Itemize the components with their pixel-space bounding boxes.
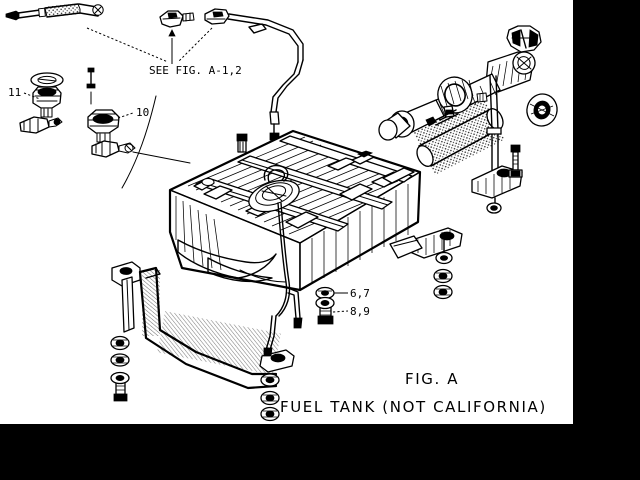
fuel-filler-cap — [506, 25, 542, 53]
hose-clamp — [437, 76, 488, 118]
callout-67-label: 6,7 — [350, 287, 370, 300]
bracket-hardware-left — [110, 335, 130, 402]
strap-hook-rod — [263, 315, 277, 357]
fuel-line-upper — [5, 3, 104, 21]
fuel-line-lower — [204, 8, 304, 141]
callout-10-label: 10 — [136, 106, 149, 119]
bolt-6 — [315, 296, 335, 325]
cross-reference-label: SEE FIG. A-1,2 — [149, 64, 242, 77]
vent-valve-10 — [87, 109, 136, 158]
bolt-stack-center-left — [86, 67, 96, 105]
fuel-tank-exploded-diagram: SEE FIG. A-1,2 11 — [5, 3, 558, 422]
strap-hook-rod-right — [287, 287, 303, 329]
diagram-canvas: SEE FIG. A-1,2 11 — [0, 0, 573, 424]
filler-neck-grommet — [526, 93, 558, 127]
tank-top-fittings — [236, 133, 415, 184]
strap-hardware-right — [260, 373, 280, 422]
figure-label: FIG. A — [405, 370, 459, 388]
callout-11-leader — [23, 92, 41, 100]
right-bracket-hardware — [433, 251, 453, 300]
figure-title: FUEL TANK (NOT CALIFORNIA) — [280, 398, 547, 416]
reference-arc — [121, 95, 157, 189]
clamp-screw — [425, 109, 459, 127]
vent-valve-11 — [19, 72, 64, 134]
tank-left-nipple — [193, 178, 215, 191]
fuel-sender-unit — [248, 164, 300, 317]
fuel-line-connector-tee — [159, 10, 195, 28]
see-fig-leaders — [86, 27, 213, 64]
filler-neck-support-bracket — [471, 75, 523, 214]
tank-right-bracket — [389, 227, 463, 259]
callout-89-label: 8,9 — [350, 305, 370, 318]
reference-arc-leader — [132, 151, 191, 164]
callout-11-label: 11 — [8, 86, 21, 99]
